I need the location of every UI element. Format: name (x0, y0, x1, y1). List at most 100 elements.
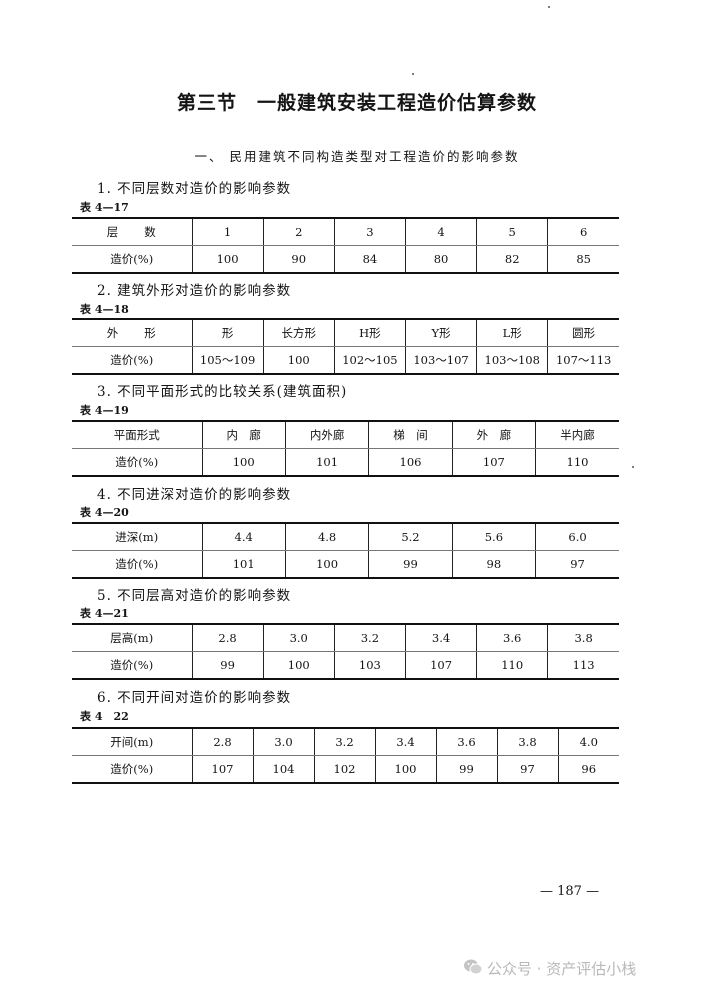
table-cell: 4.0 (557, 727, 619, 756)
table-cell: 102～105 (333, 346, 406, 375)
table-cell: 内 廊 (201, 420, 286, 449)
table-cell: 104 (252, 755, 315, 784)
table-cell: 105～109 (191, 346, 264, 375)
scan-speck (548, 6, 550, 8)
table-cell: 103～107 (404, 346, 478, 375)
table-bay: 开间(m) 2.8 3.0 3.2 3.4 3.6 3.8 4.0 造价(%) … (72, 727, 619, 784)
table-heading-floor-height: 5. 不同层高对造价的影响参数 (97, 588, 292, 604)
table-floor-height: 层高(m) 2.8 3.0 3.2 3.4 3.6 3.8 造价(%) 99 1… (72, 623, 619, 680)
table-cell: 100 (284, 550, 370, 579)
table-cell: 100 (191, 245, 264, 274)
table-cell: 113 (547, 651, 619, 680)
table-cell: 3.6 (435, 727, 498, 756)
table-cell: 97 (496, 755, 559, 784)
table-cell: 3.6 (476, 623, 549, 652)
table-cell: 99 (368, 550, 453, 579)
table-cell: 3.2 (333, 623, 406, 652)
table-cell: 造价(%) (72, 550, 203, 579)
table-cell: 110 (535, 448, 619, 477)
table-cell: Y形 (404, 318, 478, 347)
table-cell: 100 (262, 346, 335, 375)
table-cell: 90 (262, 245, 335, 274)
table-header-row: 层高(m) 2.8 3.0 3.2 3.4 3.6 3.8 (72, 623, 619, 652)
table-cell: 102 (313, 755, 376, 784)
table-cell: 106 (368, 448, 453, 477)
scan-speck (632, 466, 634, 468)
table-cell: 5.2 (368, 522, 453, 551)
table-cell: 97 (535, 550, 619, 579)
watermark: 公众号 · 资产评估小栈 (487, 960, 637, 978)
table-cell: 3 (333, 217, 406, 246)
table-cell: 层 数 (72, 217, 193, 246)
table-cell: 6 (547, 217, 619, 246)
table-row: 造价(%) 100 90 84 80 82 85 (72, 245, 619, 274)
table-header-row: 平面形式 内 廊 内外廊 梯 间 外 廊 半内廊 (72, 420, 619, 449)
table-cell: 3.4 (404, 623, 478, 652)
table-row: 造价(%) 99 100 103 107 110 113 (72, 651, 619, 680)
table-cell: H形 (333, 318, 406, 347)
table-cell: 外 廊 (451, 420, 537, 449)
page-number: — 187 — (540, 884, 600, 899)
table-cell: 内外廊 (284, 420, 370, 449)
table-cell: 梯 间 (368, 420, 453, 449)
table-number: 表 4—20 (80, 506, 129, 519)
table-cell: 圆形 (547, 318, 619, 347)
table-cell: 100 (201, 448, 286, 477)
table-cell: 103 (333, 651, 406, 680)
table-heading-shape: 2. 建筑外形对造价的影响参数 (97, 283, 292, 299)
table-cell: 造价(%) (72, 346, 193, 375)
table-cell: 84 (333, 245, 406, 274)
table-heading-depth: 4. 不同进深对造价的影响参数 (97, 487, 292, 503)
table-number: 表 4—18 (80, 303, 129, 316)
table-cell: 4 (404, 217, 478, 246)
table-header-row: 进深(m) 4.4 4.8 5.2 5.6 6.0 (72, 522, 619, 551)
table-cell: 99 (191, 651, 264, 680)
table-row: 造价(%) 105～109 100 102～105 103～107 103～10… (72, 346, 619, 375)
table-cell: 85 (547, 245, 619, 274)
table-cell: 开间(m) (72, 727, 193, 756)
table-number: 表 4—21 (80, 607, 129, 620)
table-number: 表 4—19 (80, 404, 129, 417)
table-cell: 99 (435, 755, 498, 784)
table-cell: 形 (191, 318, 264, 347)
wechat-icon (464, 959, 483, 975)
table-cell: 107 (451, 448, 537, 477)
table-number: 表 4—17 (80, 201, 129, 214)
table-cell: 外 形 (72, 318, 193, 347)
table-row: 造价(%) 101 100 99 98 97 (72, 550, 619, 579)
table-cell: 进深(m) (72, 522, 203, 551)
table-shape: 外 形 形 长方形 H形 Y形 L形 圆形 造价(%) 105～109 100 … (72, 318, 619, 375)
table-cell: 107～113 (547, 346, 619, 375)
table-cell: 层高(m) (72, 623, 193, 652)
table-plan: 平面形式 内 廊 内外廊 梯 间 外 廊 半内廊 造价(%) 100 101 1… (72, 420, 619, 477)
table-cell: 半内廊 (535, 420, 619, 449)
table-cell: 长方形 (262, 318, 335, 347)
table-floors: 层 数 1 2 3 4 5 6 造价(%) 100 90 84 80 82 85 (72, 217, 619, 274)
table-cell: 107 (404, 651, 478, 680)
table-cell: 82 (476, 245, 549, 274)
table-cell: 80 (404, 245, 478, 274)
table-cell: 103～108 (476, 346, 549, 375)
table-cell: 4.8 (284, 522, 370, 551)
section-title: 第三节 一般建筑安装工程造价估算参数 (176, 92, 537, 114)
table-cell: 101 (201, 550, 286, 579)
table-cell: 造价(%) (72, 245, 193, 274)
table-cell: 107 (191, 755, 254, 784)
table-cell: 3.0 (262, 623, 335, 652)
table-header-row: 层 数 1 2 3 4 5 6 (72, 217, 619, 246)
table-row: 造价(%) 107 104 102 100 99 97 96 (72, 755, 619, 784)
table-header-row: 开间(m) 2.8 3.0 3.2 3.4 3.6 3.8 4.0 (72, 727, 619, 756)
table-cell: 100 (262, 651, 335, 680)
table-cell: 平面形式 (72, 420, 203, 449)
table-cell: 3.4 (374, 727, 437, 756)
table-cell: 造价(%) (72, 755, 193, 784)
table-heading-bay: 6. 不同开间对造价的影响参数 (97, 690, 292, 706)
table-cell: 100 (374, 755, 437, 784)
table-cell: 5.6 (451, 522, 537, 551)
table-cell: 2.8 (191, 727, 254, 756)
table-cell: L形 (476, 318, 549, 347)
table-cell: 3.8 (496, 727, 559, 756)
table-cell: 1 (191, 217, 264, 246)
table-number: 表 4 22 (80, 710, 129, 723)
